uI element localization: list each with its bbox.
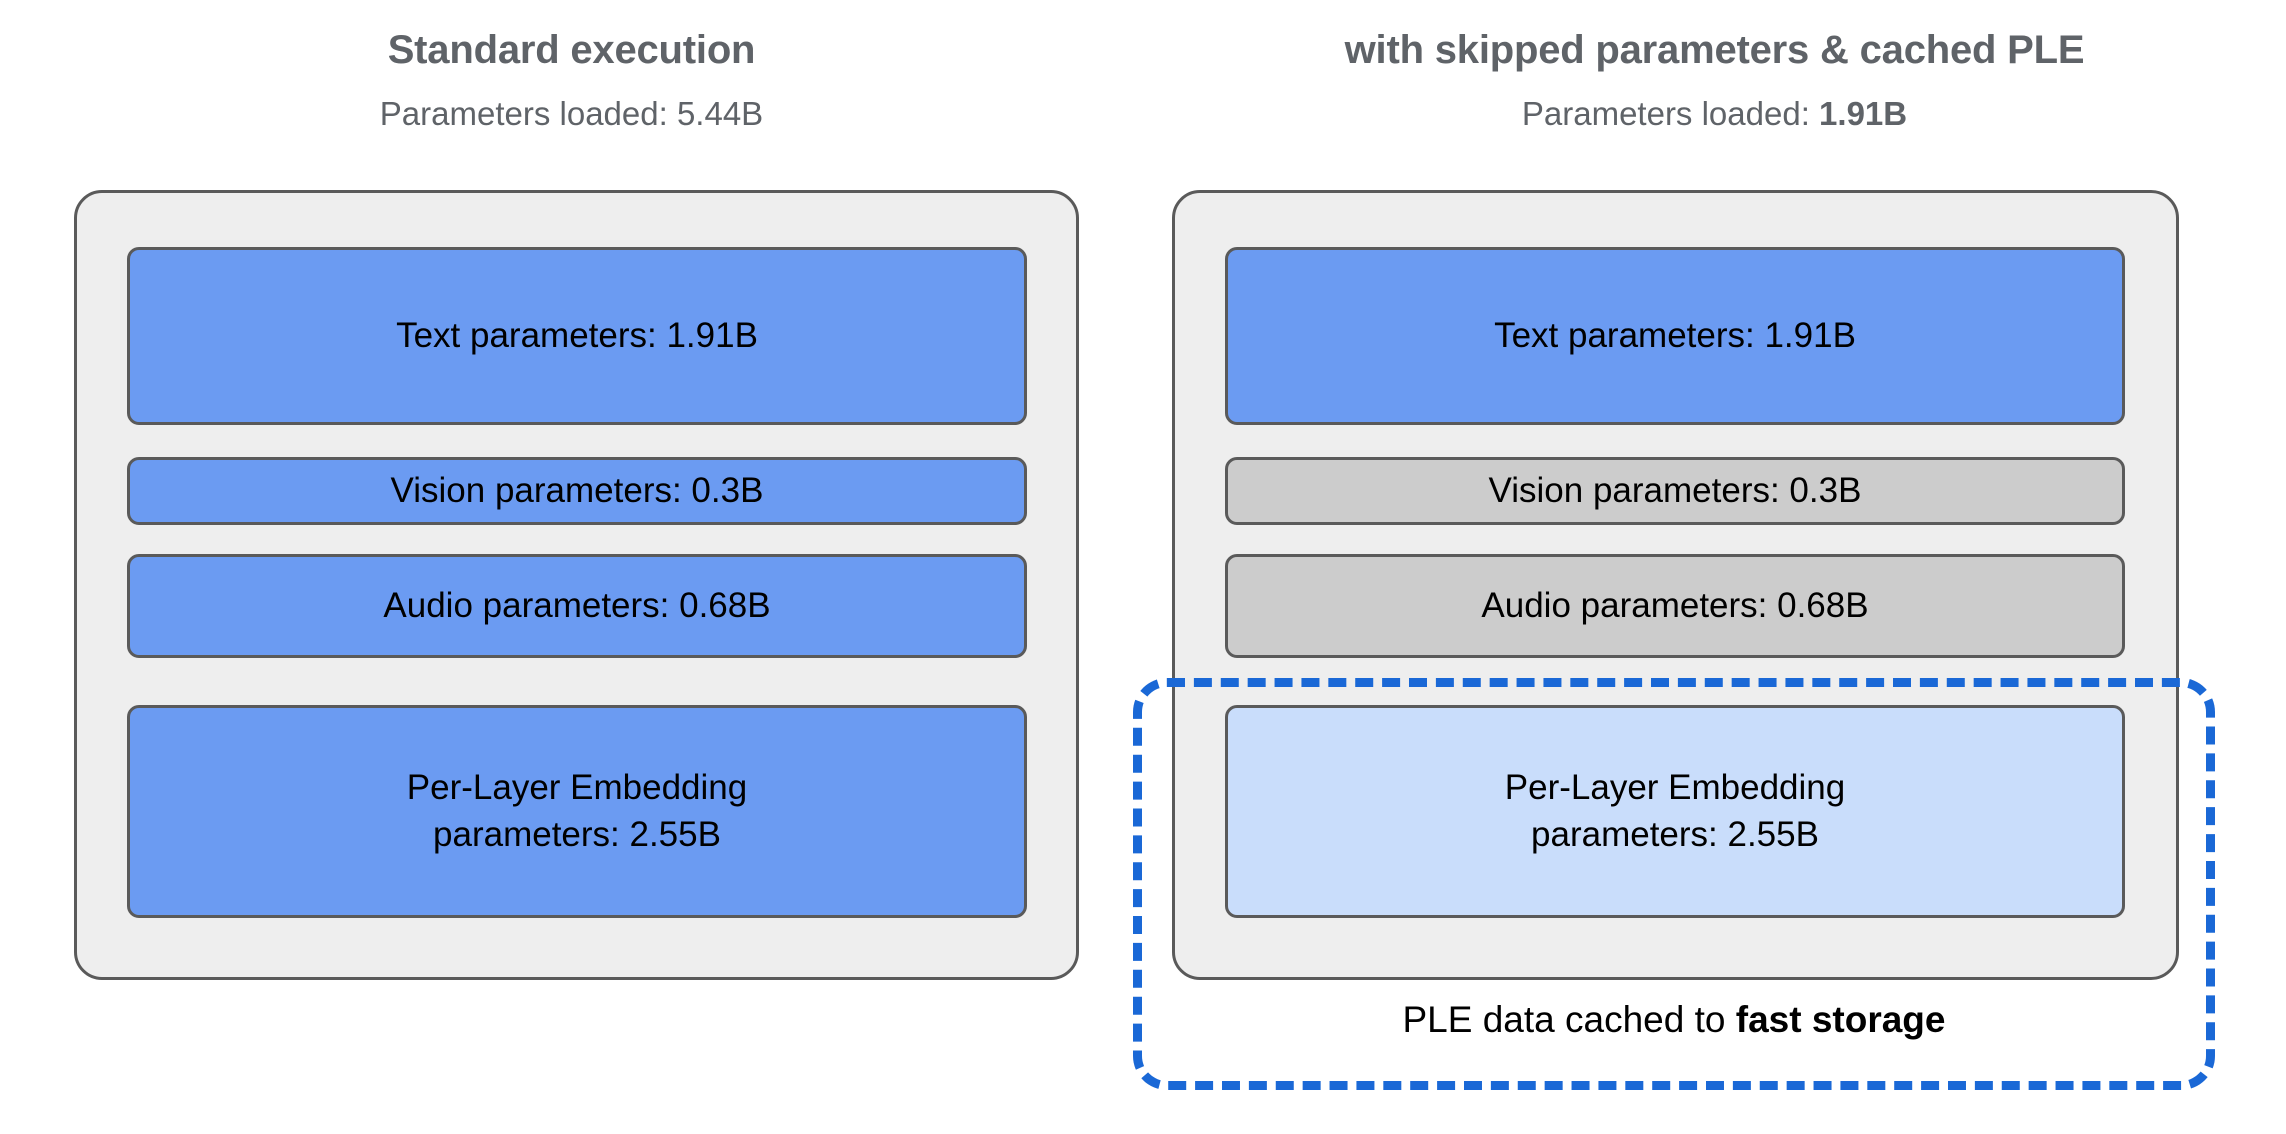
panel-skipped-and-cached: with skipped parameters & cached PLE Par… [1143,0,2286,1134]
param-block-vision-optimized[interactable]: Vision parameters: 0.3B [1225,457,2125,525]
param-block-text-optimized[interactable]: Text parameters: 1.91B [1225,247,2125,425]
param-block-audio-standard[interactable]: Audio parameters: 0.68B [127,554,1027,658]
cached-ple-caption-prefix: PLE data cached to [1402,999,1736,1040]
param-block-text-standard[interactable]: Text parameters: 1.91B [127,247,1027,425]
param-block-ple-optimized[interactable]: Per-Layer Embedding parameters: 2.55B [1225,705,2125,918]
panel-title-standard-execution: Standard execution [387,28,756,72]
cached-ple-caption-emphasis: fast storage [1735,999,1946,1040]
panel-title-skipped-and-cached: with skipped parameters & cached PLE [1344,28,2085,72]
parameters-loaded-value-right: 1.91B [1819,95,1908,132]
panel-subtitle-standard-execution: Parameters loaded: 5.44B [0,95,1143,132]
param-block-audio-optimized[interactable]: Audio parameters: 0.68B [1225,554,2125,658]
panel-subtitle-skipped-and-cached: Parameters loaded: 1.91B [1143,95,2286,132]
parameters-loaded-value-left: 5.44B [676,95,764,132]
param-block-ple-standard[interactable]: Per-Layer Embedding parameters: 2.55B [127,705,1027,918]
param-block-vision-standard[interactable]: Vision parameters: 0.3B [127,457,1027,525]
panel-standard-execution: Standard execution Parameters loaded: 5.… [0,28,1143,980]
parameters-loaded-label-right: Parameters loaded: [1521,95,1820,132]
cached-ple-caption: PLE data cached to fast storage [1133,999,2215,1041]
parameters-loaded-label-left: Parameters loaded: [379,95,677,132]
